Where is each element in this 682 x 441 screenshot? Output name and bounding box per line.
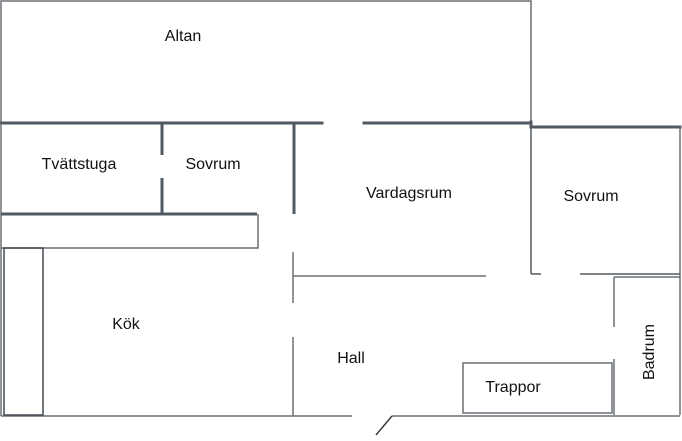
left-rooms-walls: [1, 123, 296, 216]
room-label-kok: Kök: [112, 316, 141, 333]
room-label-sovrum-left: Sovrum: [185, 156, 240, 173]
room-label-trappor: Trappor: [485, 379, 541, 396]
top-wall: [0, 120, 682, 129]
kok-counter: [3, 247, 44, 416]
badrum-walls: [613, 276, 680, 415]
entrance-door: [375, 415, 393, 436]
sovrum-right-walls: [530, 127, 680, 275]
altan-outline: [0, 0, 532, 122]
room-label-altan: Altan: [165, 28, 201, 45]
room-label-vardagsrum: Vardagsrum: [366, 185, 452, 202]
room-label-badrum: Badrum: [641, 324, 658, 380]
trappor-box: [462, 362, 613, 414]
room-label-tvattstuga: Tvättstuga: [42, 156, 117, 173]
room-label-sovrum-right: Sovrum: [563, 188, 618, 205]
room-label-hall: Hall: [337, 350, 365, 367]
counter-box: [1, 214, 259, 249]
